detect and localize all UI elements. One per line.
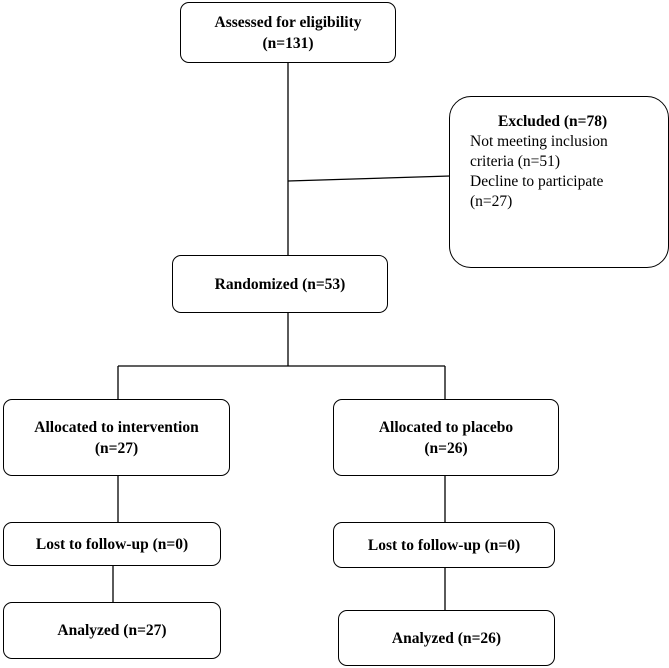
excluded-reason-1b: criteria (n=51) bbox=[470, 153, 561, 170]
randomized-label: Randomized (n=53) bbox=[214, 275, 346, 293]
placebo-lost-label: Lost to follow-up (n=0) bbox=[367, 536, 521, 554]
connector-to-excluded bbox=[287, 175, 451, 182]
placebo-analyzed-label: Analyzed (n=26) bbox=[391, 629, 502, 647]
intervention-lost-label: Lost to follow-up (n=0) bbox=[35, 535, 189, 553]
excluded-reason-1a: Not meeting inclusion bbox=[470, 133, 608, 150]
randomized-box: Randomized (n=53) bbox=[172, 255, 388, 313]
intervention-lost-box: Lost to follow-up (n=0) bbox=[3, 522, 221, 566]
assessed-box: Assessed for eligibility (n=131) bbox=[180, 2, 396, 63]
excluded-reason-2b: (n=27) bbox=[470, 193, 513, 210]
intervention-allocated-label: Allocated to intervention bbox=[34, 418, 199, 436]
intervention-allocated-count: (n=27) bbox=[94, 439, 139, 457]
placebo-allocated-label: Allocated to placebo bbox=[378, 418, 514, 436]
excluded-box: Excluded (n=78) Not meeting inclusion cr… bbox=[449, 96, 669, 268]
excluded-title: Excluded (n=78) bbox=[498, 113, 608, 130]
intervention-allocated-box: Allocated to intervention (n=27) bbox=[3, 399, 230, 476]
assessed-count: (n=131) bbox=[262, 34, 314, 52]
intervention-analyzed-label: Analyzed (n=27) bbox=[57, 622, 167, 639]
intervention-analyzed-box: Analyzed (n=27) bbox=[3, 602, 221, 659]
placebo-analyzed-box: Analyzed (n=26) bbox=[338, 610, 555, 666]
placebo-lost-box: Lost to follow-up (n=0) bbox=[333, 522, 555, 568]
placebo-allocated-count: (n=26) bbox=[424, 439, 468, 457]
excluded-reason-2a: Decline to participate bbox=[470, 173, 604, 190]
placebo-allocated-box: Allocated to placebo (n=26) bbox=[333, 399, 559, 476]
assessed-label: Assessed for eligibility bbox=[214, 13, 362, 31]
